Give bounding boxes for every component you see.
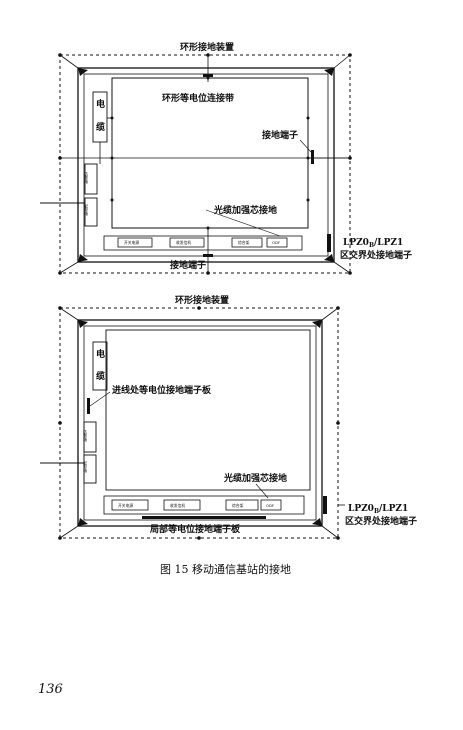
top-boundary-label-line1: LPZ0B/LPZ1 — [343, 238, 403, 249]
top-equipment-row — [103, 235, 303, 251]
top-fiber-core-ground-label: 光缆加强芯接地 — [213, 204, 277, 216]
page-number: 136 — [38, 682, 63, 697]
bottom-rack-label-2: 综合架 — [232, 503, 244, 508]
bottom-distribution-label: 配电箱 — [82, 460, 88, 473]
top-ring-bond-label: 环形等电位连接带 — [162, 92, 234, 104]
bottom-equipment-row — [103, 495, 305, 515]
bottom-cabinet-cable-label: 缆 — [96, 370, 105, 382]
top-building-wall — [77, 67, 335, 263]
top-ground-terminal-bottom-label: 接地端子 — [170, 259, 206, 271]
bottom-cabinet-power-label: 电 — [96, 348, 105, 360]
bottom-rack-label-3: ODF — [266, 503, 274, 508]
bottom-local-terminal-board-label: 局部等电位接地端子板 — [150, 523, 241, 535]
top-rack-label-3: ODF — [272, 240, 280, 245]
top-boundary-label-line2: 区交界处接地端子 — [340, 249, 412, 261]
top-diagram — [40, 54, 351, 274]
top-distribution-box — [84, 197, 98, 227]
top-arrester-label: 防雷箱 — [83, 171, 89, 184]
bottom-fiber-core-ground-label: 光缆加强芯接地 — [223, 472, 287, 484]
bottom-room-outline — [105, 329, 311, 491]
top-ground-terminal-right-label: 接地端子 — [262, 129, 298, 141]
bottom-boundary-label-line2: 区交界处接地端子 — [345, 515, 417, 527]
top-connection-dots — [58, 53, 352, 275]
bottom-arrester-box — [83, 421, 97, 453]
bottom-arrester-label: 防雷箱 — [82, 429, 88, 442]
bottom-ring-ground-label: 环形接地装置 — [175, 294, 229, 306]
bottom-boundary-label-line1: LPZ0B/LPZ1 — [348, 504, 408, 515]
bottom-connection-dots — [58, 306, 340, 540]
bottom-building-wall — [77, 319, 323, 527]
top-cabinet-cable-label: 缆 — [96, 121, 105, 133]
top-rack-label-2: 综合架 — [238, 240, 250, 245]
bottom-ring-ground-outline — [59, 307, 339, 539]
top-ring-ground-outline — [59, 54, 351, 274]
top-rack-label-1: 收发信机 — [176, 240, 191, 245]
bottom-entry-terminal-board-label: 进线处等电位接地端子板 — [112, 384, 212, 396]
top-rack-label-0: 开关电源 — [124, 240, 139, 245]
bottom-building-wall-inner — [83, 325, 317, 521]
top-distribution-label: 配电箱 — [83, 203, 89, 216]
top-ring-ground-label: 环形接地装置 — [180, 41, 234, 53]
top-cabinet-power-label: 电 — [96, 98, 105, 110]
top-arrester-box — [84, 163, 98, 195]
bottom-diagram — [40, 307, 345, 539]
top-ring-bonding-bar — [111, 77, 309, 229]
bottom-rack-label-1: 收发信机 — [170, 503, 185, 508]
figure-caption: 图 15 移动通信基站的接地 — [160, 562, 291, 576]
bottom-rack-label-0: 开关电源 — [118, 503, 133, 508]
bottom-cable-cabinet — [92, 341, 108, 391]
bottom-distribution-box — [83, 454, 97, 484]
